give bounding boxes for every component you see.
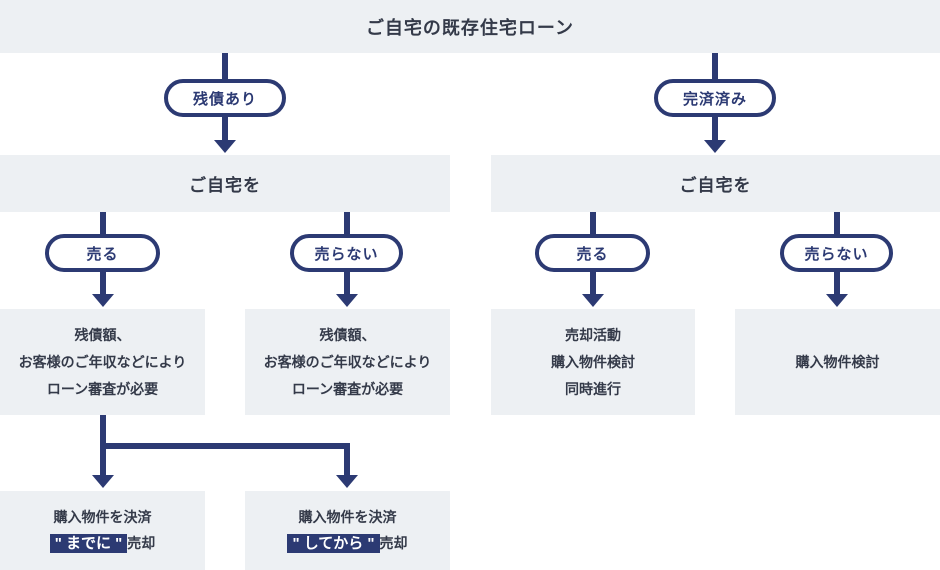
result-box-loan-review-sell: 残債額、 お客様のご年収などにより ローン審査が必要 — [0, 309, 205, 415]
arrow-head-sell-left — [92, 294, 114, 307]
arrow-head-right-top — [704, 140, 726, 153]
connector-line-horizontal — [100, 443, 350, 449]
arrow-head-notsell-right — [826, 294, 848, 307]
result-box-simultaneous: 売却活動 購入物件検討 同時進行 — [491, 309, 695, 415]
outcome-box-sell-after: 購入物件を決済 " してから "売却 — [245, 491, 450, 570]
outcome-line1: 購入物件を決済 — [298, 509, 397, 525]
result-line: ローン審査が必要 — [291, 380, 404, 397]
node-your-home-left: ご自宅を — [0, 155, 450, 212]
result-line: 購入物件検討 — [795, 353, 880, 370]
condition-pill-debt-remaining-label: 残債あり — [192, 90, 257, 108]
connector-line-right-drop — [344, 443, 350, 475]
result-line: 同時進行 — [565, 380, 621, 397]
arrow-head-outcome-right — [336, 475, 358, 488]
node-your-home-right: ご自宅を — [491, 155, 940, 212]
outcome-line2: " してから "売却 — [287, 530, 408, 557]
option-pill-notsell-left: 売らない — [290, 234, 403, 272]
result-line: 売却活動 — [565, 326, 621, 343]
option-pill-notsell-right-label: 売らない — [804, 245, 869, 263]
option-pill-sell-left: 売る — [45, 234, 160, 272]
arrow-head-sell-right — [582, 294, 604, 307]
option-pill-sell-right: 売る — [535, 234, 650, 272]
arrow-head-left-top — [214, 140, 236, 153]
result-box-property-search: 購入物件検討 — [735, 309, 940, 415]
result-line: 残債額、 — [74, 326, 131, 343]
flowchart-title: ご自宅の既存住宅ローン — [0, 0, 940, 53]
outcome-highlight: " までに " — [49, 534, 128, 553]
arrow-head-notsell-left — [336, 294, 358, 307]
result-box-loan-review-notsell: 残債額、 お客様のご年収などにより ローン審査が必要 — [245, 309, 450, 415]
option-pill-notsell-left-label: 売らない — [314, 245, 379, 263]
outcome-suffix: 売却 — [379, 535, 408, 551]
condition-pill-fully-repaid-label: 完済済み — [682, 90, 747, 108]
outcome-line1: 購入物件を決済 — [53, 509, 152, 525]
condition-pill-debt-remaining: 残債あり — [164, 79, 286, 117]
flowchart-title-text: ご自宅の既存住宅ローン — [365, 17, 575, 38]
result-line: 購入物件検討 — [551, 353, 635, 370]
result-line: 残債額、 — [319, 326, 376, 343]
arrow-head-outcome-left — [92, 475, 114, 488]
option-pill-sell-left-label: 売る — [86, 245, 119, 263]
outcome-line2: " までに "売却 — [49, 530, 156, 557]
result-line: ローン審査が必要 — [46, 380, 159, 397]
outcome-suffix: 売却 — [127, 535, 156, 551]
outcome-box-sell-before: 購入物件を決済 " までに "売却 — [0, 491, 205, 570]
result-line: お客様のご年収などにより — [18, 353, 187, 370]
condition-pill-fully-repaid: 完済済み — [654, 79, 776, 117]
option-pill-sell-right-label: 売る — [576, 245, 609, 263]
option-pill-notsell-right: 売らない — [780, 234, 893, 272]
outcome-highlight: " してから " — [287, 534, 380, 553]
result-line: お客様のご年収などにより — [263, 353, 432, 370]
node-your-home-left-text: ご自宅を — [189, 176, 261, 195]
node-your-home-right-text: ご自宅を — [679, 176, 752, 195]
